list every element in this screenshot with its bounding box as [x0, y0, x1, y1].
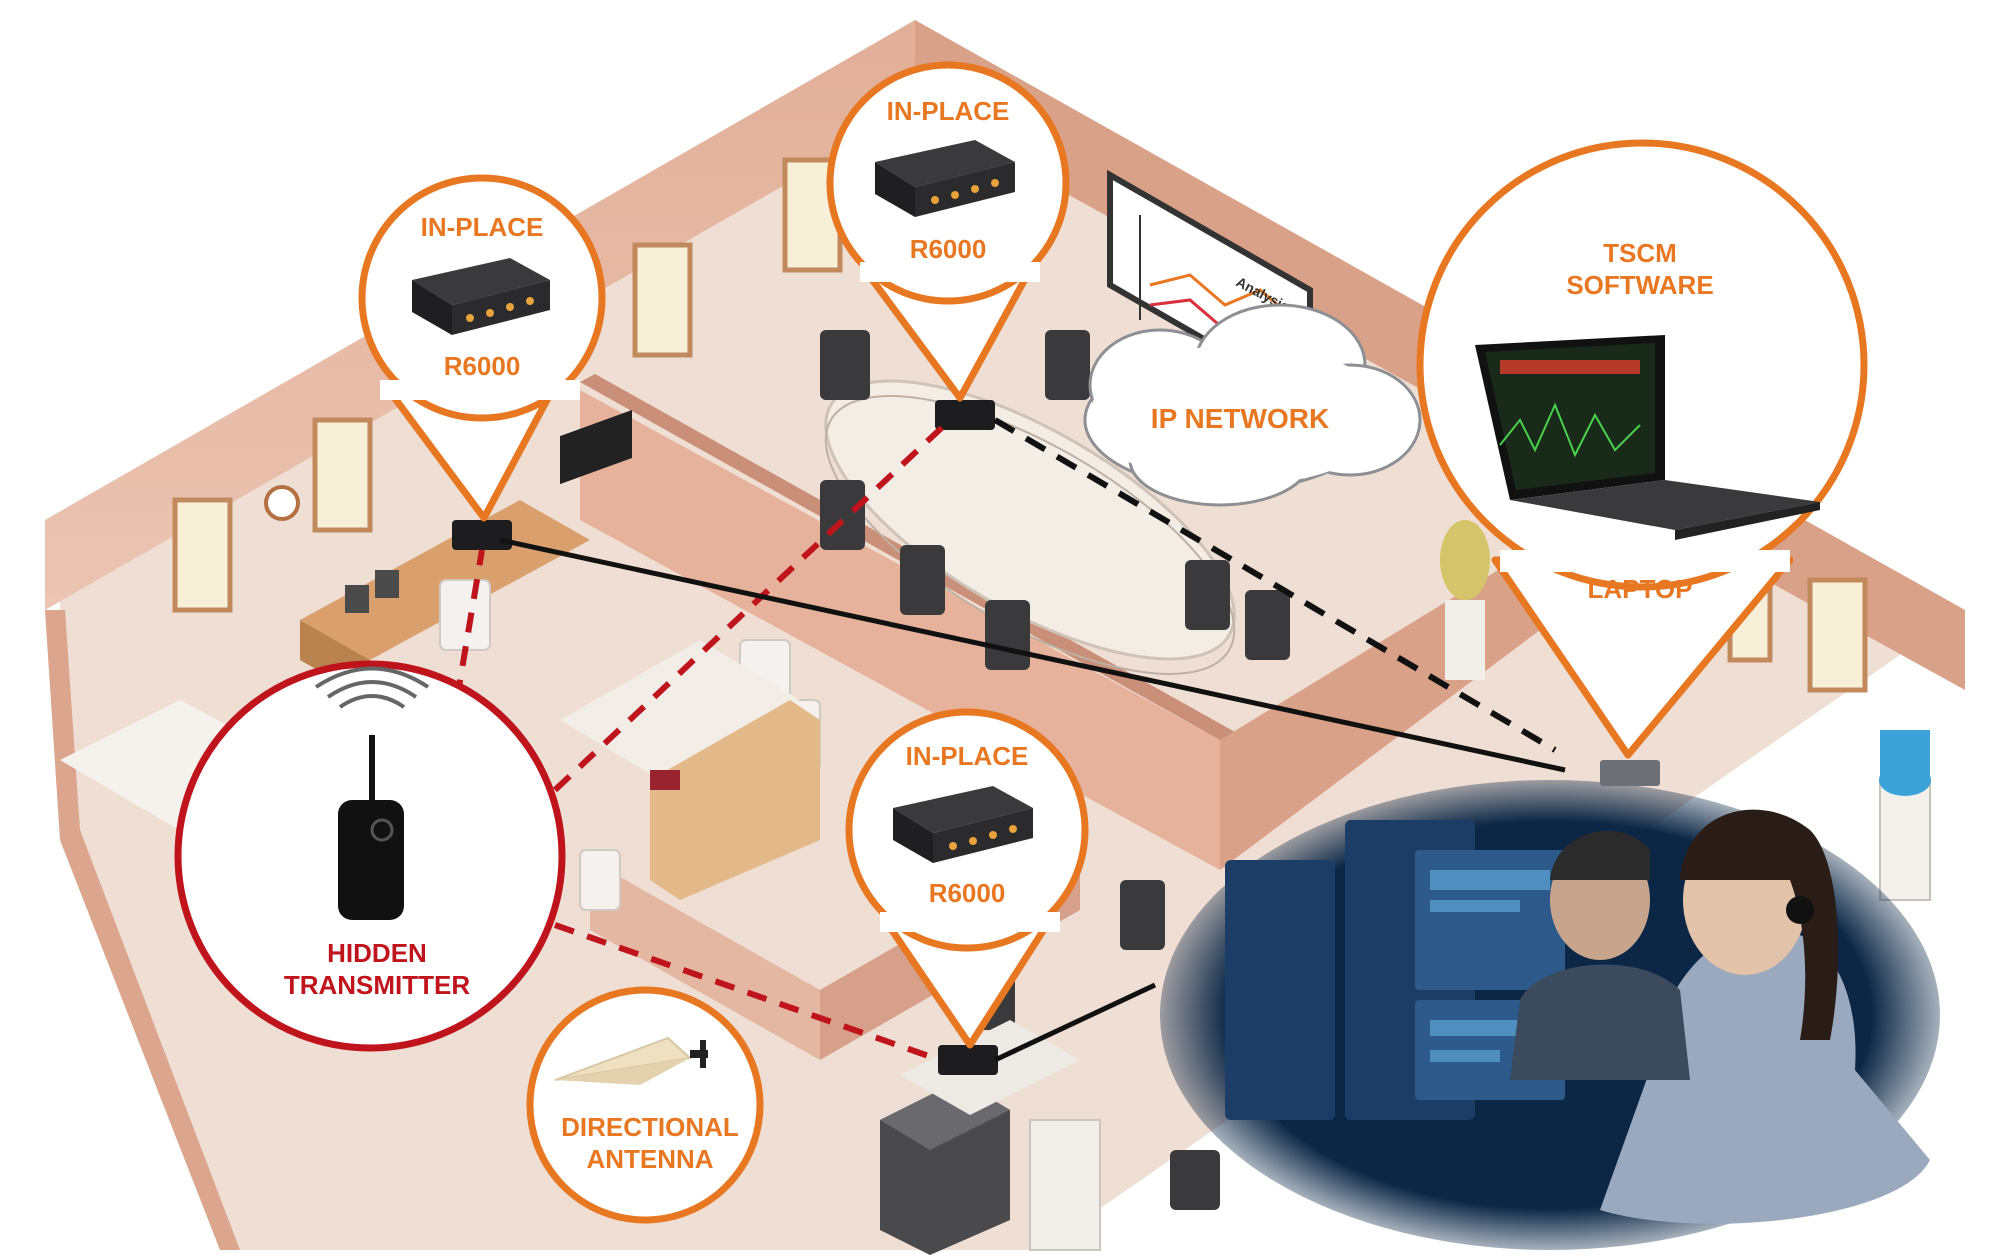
callout-bottom-model: R6000: [929, 878, 1006, 908]
middle-desk: [560, 409, 820, 900]
receiver-device-top: [935, 400, 995, 430]
front-left-wall: [45, 610, 240, 1250]
antenna-icon: [554, 1036, 708, 1085]
right-divider-wall: [1220, 520, 1580, 870]
wall-clock-icon: [264, 485, 300, 521]
wired-link-bottom: [993, 982, 1157, 1063]
operator-woman: [1600, 809, 1930, 1224]
plant-pot: [1440, 520, 1490, 680]
callout-inplace-top: IN-PLACE R6000: [826, 61, 1070, 402]
callout-left-title: IN-PLACE: [421, 212, 544, 242]
windows-left: [172, 157, 843, 613]
callout-directional-antenna: DIRECTIONAL ANTENNA: [526, 986, 764, 1224]
callout-laptop: TSCM SOFTWARE LAPTOP: [1416, 139, 1868, 759]
laptop-label: LAPTOP: [1588, 574, 1693, 604]
transmitter-icon: [314, 666, 430, 920]
laptop-title-line2: SOFTWARE: [1566, 270, 1713, 300]
transmitter-label-line1: HIDDEN: [327, 938, 427, 968]
floor-receivers: [452, 400, 1660, 1075]
antenna-label-line2: ANTENNA: [586, 1144, 713, 1174]
callout-left-model: R6000: [444, 351, 521, 381]
laptop-icon: [1475, 335, 1820, 540]
wired-link-left: [499, 537, 1566, 773]
operator-man: [1510, 830, 1690, 1080]
operations-center-image: [1160, 780, 1940, 1250]
ip-network-cloud: IP NETWORK: [1083, 303, 1422, 507]
receiver-device-left: [452, 520, 512, 550]
ip-link-dashed: [993, 417, 1557, 753]
callout-bottom-title: IN-PLACE: [906, 741, 1029, 771]
cubicle-wall-1: [590, 860, 820, 1060]
callout-hidden-transmitter: HIDDEN TRANSMITTER: [174, 660, 566, 1052]
receiver-device-bottom: [938, 1045, 998, 1075]
conference-table: [824, 379, 1236, 675]
rf-link-top: [552, 417, 953, 793]
ip-network-label: IP NETWORK: [1151, 403, 1329, 434]
callout-inplace-left: IN-PLACE R6000: [358, 174, 606, 522]
receiver-icon: [412, 258, 550, 335]
laptop-device: [1600, 760, 1660, 786]
antenna-label-line1: DIRECTIONAL: [561, 1112, 739, 1142]
office-chairs: [820, 330, 1290, 1210]
laptop-title-line1: TSCM: [1603, 238, 1677, 268]
network-links: [499, 417, 1566, 1063]
transmitter-label-line2: TRANSMITTER: [284, 970, 471, 1000]
receiver-icon: [875, 140, 1015, 217]
callout-inplace-bottom: IN-PLACE R6000: [845, 708, 1089, 1049]
conference-wall: [580, 390, 1220, 870]
callout-top-model: R6000: [910, 234, 987, 264]
callout-top-title: IN-PLACE: [887, 96, 1010, 126]
receiver-icon: [893, 786, 1033, 863]
water-cooler: [1879, 730, 1931, 901]
